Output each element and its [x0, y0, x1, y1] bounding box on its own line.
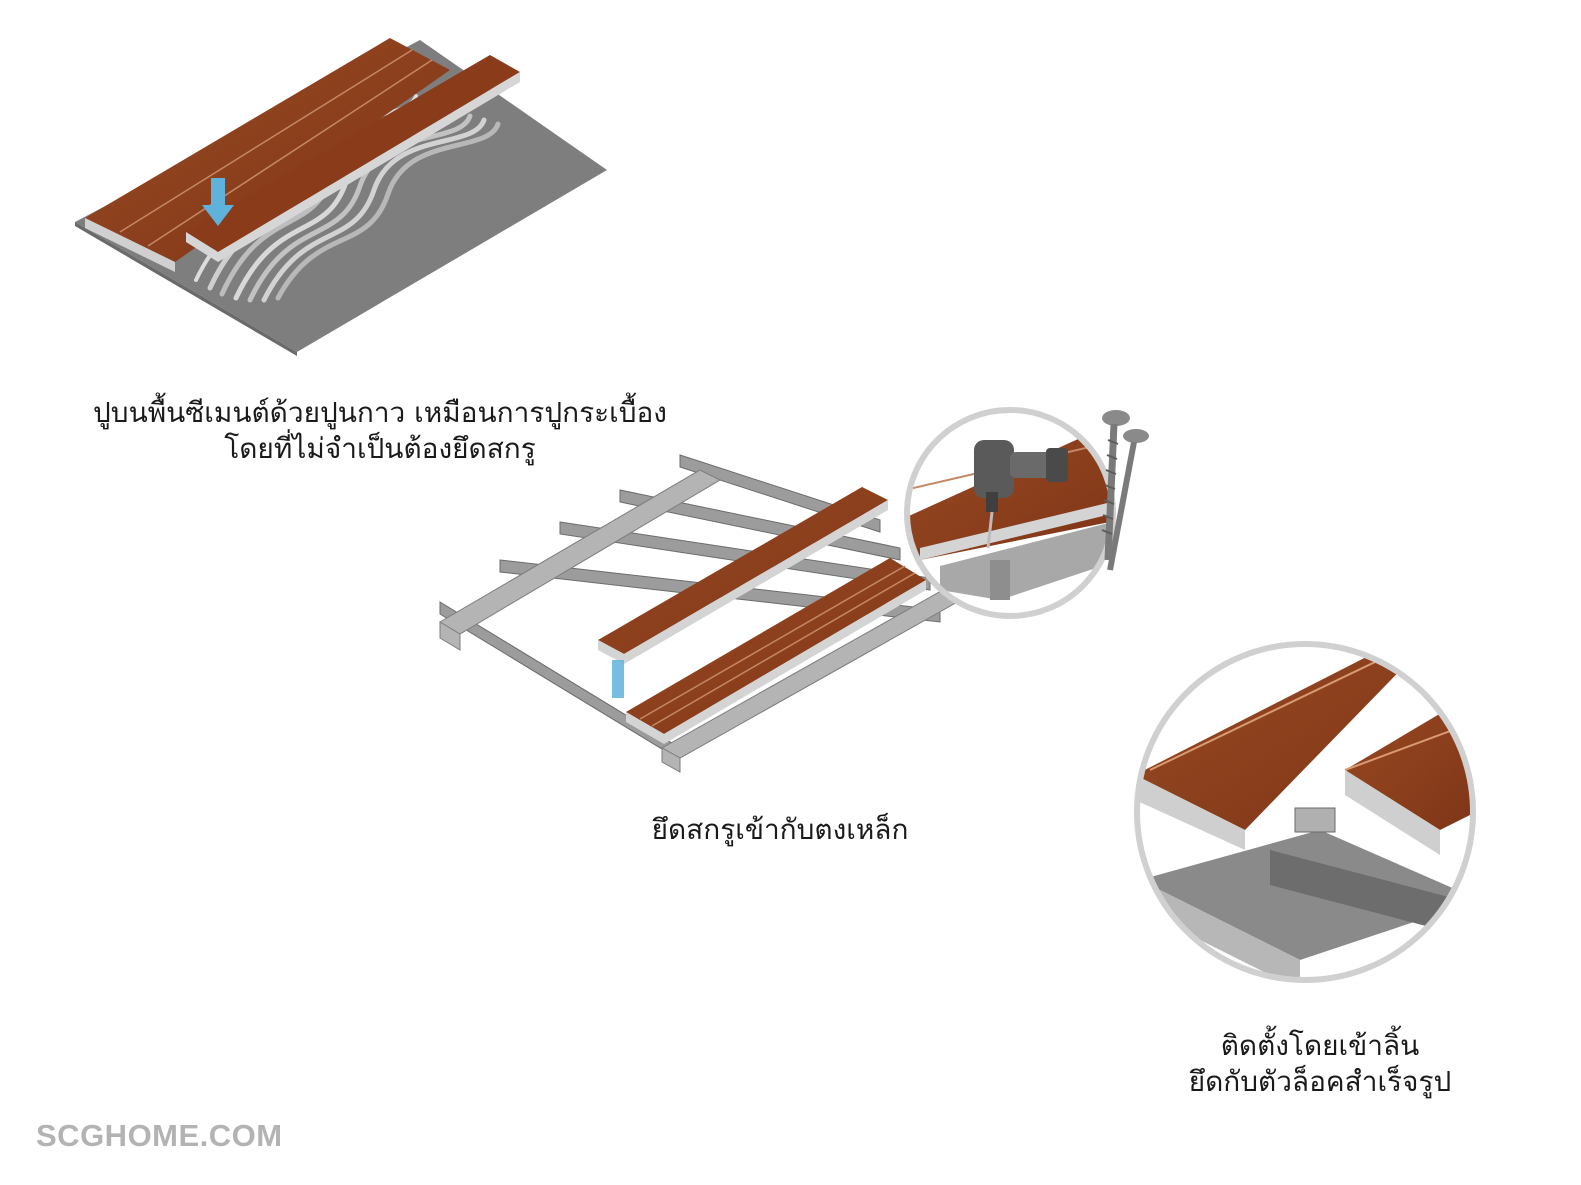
floor-board-lower: [626, 558, 926, 734]
glue-caption-line2: โดยที่ไม่จำเป็นต้องยึดสกรู: [224, 432, 536, 465]
clip-caption-line2: ยึดกับตัวล็อคสำเร็จรูป: [1188, 1065, 1452, 1098]
glue-caption-line1: ปูบนพื้นซีเมนต์ด้วยปูนกาว เหมือนการปูกระ…: [93, 396, 667, 429]
floor-board-top: [186, 55, 520, 252]
cement-slab-edge: [75, 222, 297, 356]
clip-zoom-circle: [1134, 641, 1476, 983]
clip-caption-line1: ติดตั้งโดยเข้าลิ้น: [1220, 1029, 1420, 1062]
screw-installation-illustration: [439, 407, 1149, 773]
drill-zoom-circle: [904, 407, 1116, 619]
glue-installation-illustration: [75, 38, 607, 356]
drill-icon: [974, 440, 1068, 549]
clip-method-caption: ติดตั้งโดยเข้าลิ้น ยึดกับตัวล็อคสำเร็จรู…: [1150, 1028, 1490, 1100]
floor-board-stack: [85, 38, 450, 262]
screw-icon: [1101, 410, 1149, 571]
floor-board-upper: [598, 487, 888, 654]
watermark-logo: SCGHOME.COM: [36, 1118, 283, 1153]
glue-method-caption: ปูบนพื้นซีเมนต์ด้วยปูนกาว เหมือนการปูกระ…: [60, 395, 700, 467]
screw-method-caption: ยึดสกรูเข้ากับตงเหล็ก: [600, 812, 960, 848]
clip-installation-illustration: [1134, 641, 1476, 983]
board-stack-edge: [85, 218, 175, 272]
down-arrow-icon: [202, 178, 234, 226]
gap-marker: [612, 660, 624, 698]
screw-caption: ยึดสกรูเข้ากับตงเหล็ก: [651, 813, 909, 846]
support-beams: [439, 469, 970, 773]
